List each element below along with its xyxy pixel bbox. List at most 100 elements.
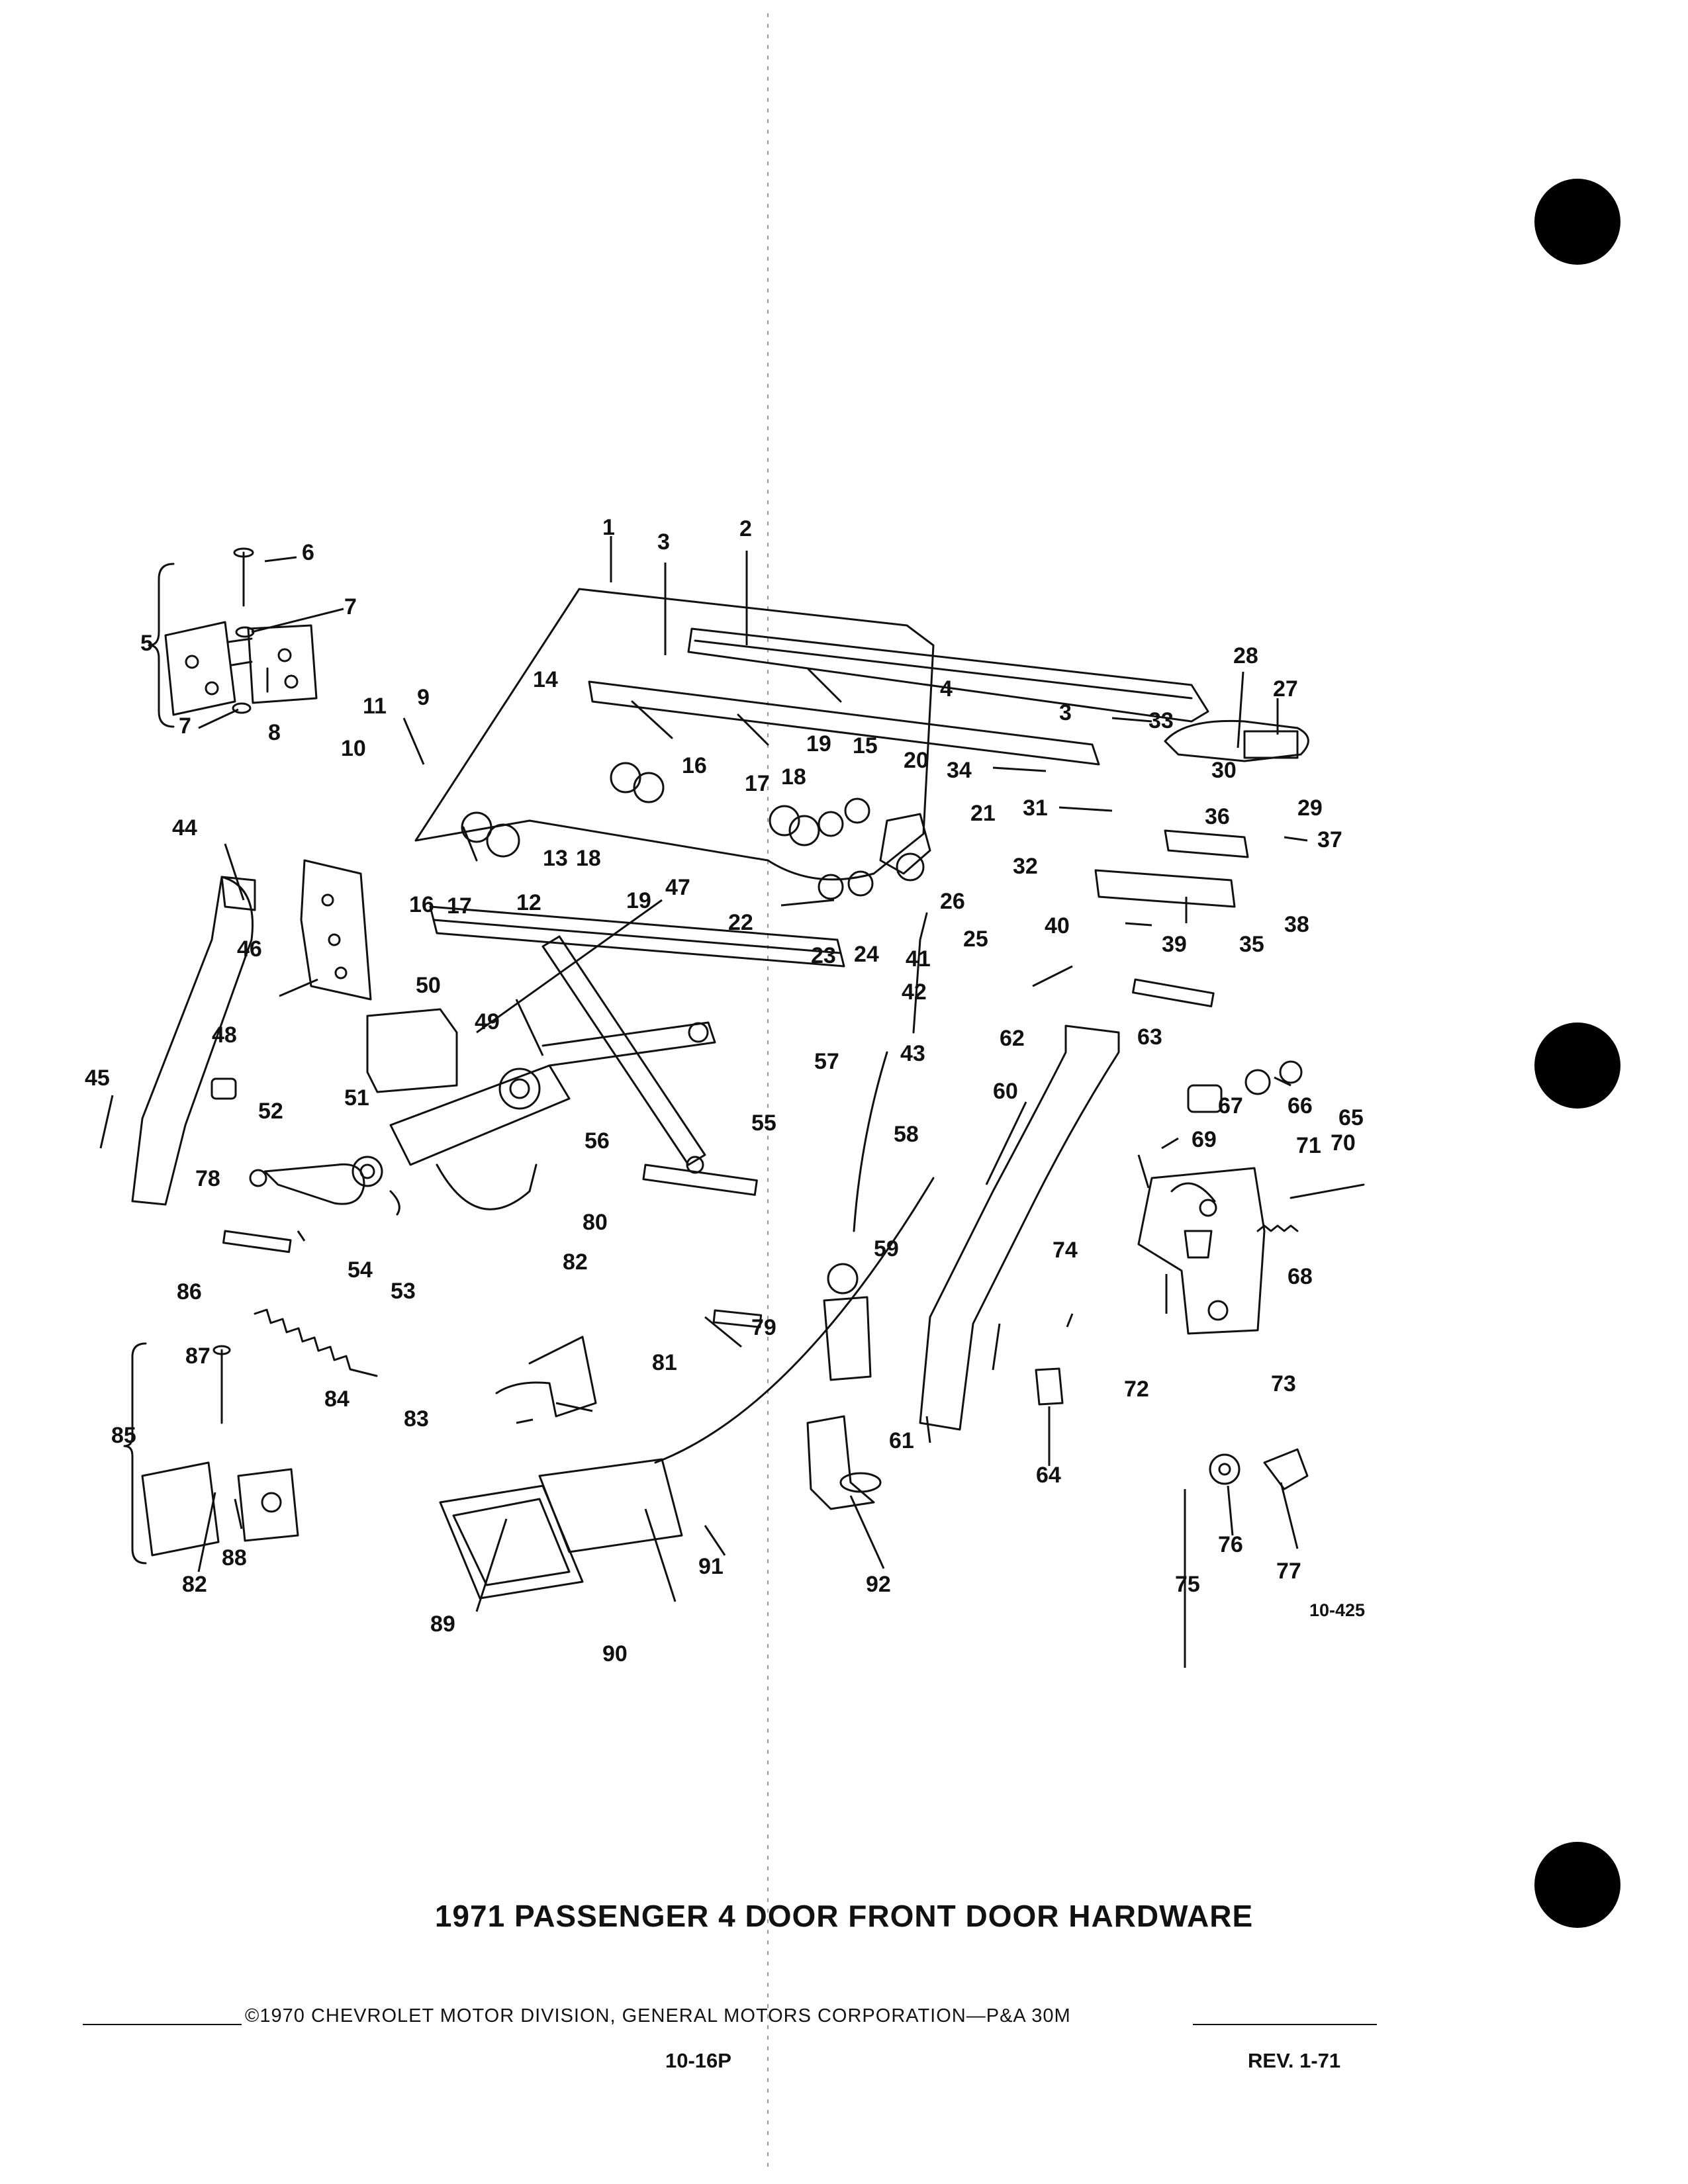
footer-copyright: ©1970 CHEVROLET MOTOR DIVISION, GENERAL …	[245, 2005, 1071, 2026]
binder-hole-top	[1534, 179, 1620, 265]
binder-hole-bottom	[1534, 1842, 1620, 1928]
callout-23: 23	[811, 943, 836, 968]
callout-63: 63	[1137, 1024, 1162, 1050]
callout-54: 54	[348, 1257, 373, 1283]
callout-45: 45	[85, 1066, 110, 1091]
callout-31: 31	[1023, 796, 1048, 821]
callout-52: 52	[258, 1099, 283, 1124]
outside-door-handle	[1164, 719, 1309, 762]
callout-74: 74	[1053, 1238, 1078, 1263]
sash-channel	[588, 680, 1100, 766]
callout-80: 80	[583, 1210, 608, 1235]
armrest-bezel	[439, 1484, 584, 1600]
lock-housing	[1094, 869, 1236, 908]
lock-actuator	[823, 1296, 872, 1381]
callout-40: 40	[1045, 913, 1070, 938]
callout-48: 48	[212, 1023, 237, 1048]
callout-34: 34	[947, 758, 972, 783]
callout-60: 60	[993, 1079, 1018, 1104]
callout-47: 47	[665, 875, 690, 900]
rear-guide-channel	[919, 1024, 1120, 1431]
window-crank-handle	[263, 1163, 365, 1205]
callout-38: 38	[1284, 912, 1309, 937]
lower-sash-channel	[429, 905, 845, 968]
callout-82: 82	[182, 1572, 207, 1597]
callout-22: 22	[728, 910, 753, 935]
callout-3: 3	[657, 529, 670, 555]
callout-36: 36	[1205, 804, 1230, 829]
callout-92: 92	[866, 1572, 891, 1597]
callout-89: 89	[430, 1612, 455, 1637]
callout-20: 20	[904, 748, 929, 773]
callout-39: 39	[1162, 932, 1187, 957]
callout-70: 70	[1331, 1130, 1356, 1156]
callout-13: 13	[543, 846, 568, 871]
callout-57: 57	[814, 1049, 839, 1074]
callout-6: 6	[302, 540, 314, 565]
callout-66: 66	[1288, 1093, 1313, 1118]
callout-55: 55	[751, 1111, 776, 1136]
callout-62: 62	[1000, 1026, 1025, 1051]
callout-3: 3	[1059, 700, 1072, 725]
callout-49: 49	[475, 1009, 500, 1034]
callout-4: 4	[940, 676, 953, 702]
callout-32: 32	[1013, 854, 1038, 879]
callout-71: 71	[1296, 1133, 1321, 1158]
footer-rule-left	[83, 2024, 242, 2025]
callout-42: 42	[902, 979, 927, 1005]
callout-1: 1	[602, 515, 615, 540]
binder-hole-middle	[1534, 1023, 1620, 1109]
callout-43: 43	[900, 1041, 925, 1066]
callout-81: 81	[652, 1350, 677, 1375]
callout-58: 58	[894, 1122, 919, 1147]
callout-7: 7	[179, 713, 191, 739]
callout-87: 87	[185, 1343, 211, 1369]
callout-12: 12	[516, 890, 541, 915]
callout-8: 8	[268, 720, 281, 745]
callout-53: 53	[391, 1279, 416, 1304]
callout-64: 64	[1036, 1463, 1061, 1488]
callout-75: 75	[1175, 1572, 1200, 1597]
remote-rod	[654, 1177, 935, 1464]
callout-7: 7	[344, 594, 357, 619]
callout-85: 85	[111, 1423, 136, 1448]
callout-90: 90	[602, 1641, 628, 1666]
callout-37: 37	[1317, 827, 1342, 852]
callout-30: 30	[1211, 758, 1237, 783]
callout-17: 17	[745, 771, 770, 796]
callout-19: 19	[626, 888, 651, 913]
callout-41: 41	[906, 946, 931, 972]
lower-hinge-assembly	[141, 1345, 299, 1557]
page-title: 1971 PASSENGER 4 DOOR FRONT DOOR HARDWAR…	[434, 1899, 1254, 1933]
callout-14: 14	[533, 667, 558, 692]
callout-65: 65	[1338, 1105, 1364, 1130]
page-number: 10-16P	[665, 2049, 731, 2072]
callout-51: 51	[344, 1085, 369, 1111]
footer-rule-right	[1193, 2024, 1377, 2025]
callout-11: 11	[363, 694, 387, 719]
callout-18: 18	[781, 764, 806, 790]
callout-83: 83	[404, 1406, 429, 1432]
callout-2: 2	[739, 516, 752, 541]
callout-68: 68	[1288, 1264, 1313, 1289]
callout-16: 16	[409, 892, 434, 917]
callout-61: 61	[889, 1428, 914, 1453]
callout-86: 86	[177, 1279, 202, 1304]
callout-50: 50	[416, 973, 441, 998]
callout-73: 73	[1271, 1371, 1296, 1396]
window-glass	[414, 588, 935, 881]
callout-15: 15	[853, 733, 878, 758]
callout-67: 67	[1218, 1093, 1243, 1118]
callout-26: 26	[940, 889, 965, 914]
callout-24: 24	[854, 942, 879, 967]
callout-18: 18	[576, 846, 601, 871]
armrest-base	[538, 1458, 683, 1553]
callout-17: 17	[447, 893, 472, 919]
callout-72: 72	[1124, 1377, 1149, 1402]
callout-16: 16	[682, 753, 707, 778]
callout-44: 44	[172, 815, 197, 841]
callout-28: 28	[1233, 643, 1258, 668]
callout-76: 76	[1218, 1532, 1243, 1557]
callout-59: 59	[874, 1236, 899, 1261]
